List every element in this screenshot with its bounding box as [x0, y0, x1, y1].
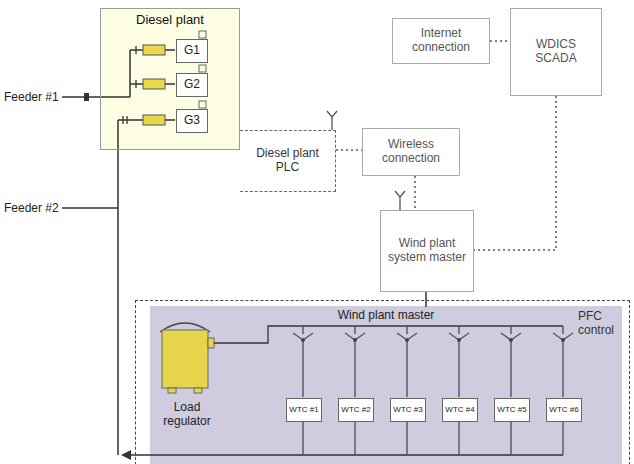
generator-symbols-part	[143, 45, 165, 55]
load-regulator-symbol-part	[208, 338, 214, 348]
component-box: WTC #4	[442, 398, 478, 422]
antenna-symbols-part	[327, 111, 337, 130]
turbine-symbol	[449, 326, 469, 455]
component-box: Wireless connection	[362, 128, 460, 176]
node-label: Wireless connection	[366, 138, 456, 166]
arrow-head	[121, 450, 131, 460]
wind-plant-band-fill	[150, 306, 622, 464]
turbine-hub	[561, 338, 565, 342]
generator-wires	[118, 46, 175, 124]
feeder-wires-part	[130, 454, 563, 456]
load-regulator-symbol	[160, 323, 214, 393]
node-label: WTC #3	[393, 406, 422, 415]
generator-tabs-part	[199, 65, 206, 72]
breaker-symbol	[84, 93, 89, 101]
antenna-symbols-part	[395, 191, 405, 210]
feeder-wires	[62, 50, 563, 455]
turbine-symbol	[293, 326, 313, 455]
region-box: PFC controlWind plant masterLoad regulat…	[135, 300, 630, 464]
component-box: WTC #6	[546, 398, 582, 422]
node-label: WTC #6	[549, 406, 578, 415]
node-label: Wind plant master	[311, 309, 461, 323]
node-label: WTC #1	[289, 406, 318, 415]
node-label: WTC #2	[341, 406, 370, 415]
region-box: Wind plant masterLoad regulator WTC #1 WTC…	[151, 307, 623, 464]
node-label: G2	[184, 78, 200, 92]
communication-link	[336, 149, 362, 151]
node-label: Load regulator	[151, 401, 223, 429]
generator-symbols-part	[143, 79, 165, 89]
node-label: WDICS SCADA	[514, 38, 598, 66]
turbine-hub	[405, 338, 409, 342]
feeder-label: Feeder #2	[4, 201, 59, 215]
node-label: G3	[184, 114, 200, 128]
node-label: WTC #5	[497, 406, 526, 415]
component-box: Wind plant system master	[380, 210, 474, 292]
diesel-plant-fill	[100, 8, 240, 150]
turbine-symbol	[553, 326, 573, 455]
generator-wires-part	[130, 46, 175, 54]
communication-link	[490, 40, 510, 42]
turbine-hub	[457, 338, 461, 342]
node-label: PFC control	[578, 310, 630, 338]
component-box: Diesel plantG1G2G3	[100, 8, 240, 150]
wind-turbines	[293, 326, 573, 455]
node-label: Diesel plant	[101, 13, 239, 28]
component-box: WDICS SCADA	[510, 8, 602, 96]
component-box: WTC #5	[494, 398, 530, 422]
component-box: WTC #2	[338, 398, 374, 422]
node-label: Internet connection	[396, 27, 486, 55]
component-box: Internet connection	[392, 18, 490, 64]
turbine-symbol	[397, 326, 417, 455]
turbine-hub	[353, 338, 357, 342]
turbine-hub	[301, 338, 305, 342]
component-box: WTC #3	[390, 398, 426, 422]
component-box: G2	[176, 73, 208, 97]
generator-symbols	[143, 45, 165, 125]
feeder-wires-part	[62, 50, 130, 97]
component-box: Diesel plant PLC	[240, 130, 336, 192]
feeder-label: Feeder #1	[4, 90, 59, 104]
component-box: WTC #1	[286, 398, 322, 422]
node-label: WTC #4	[445, 406, 474, 415]
load-regulator-symbol-part	[194, 388, 202, 393]
component-box: G1	[176, 39, 208, 63]
node-label: G1	[184, 44, 200, 58]
load-regulator-symbol-part	[168, 388, 176, 393]
generator-wires-part	[118, 116, 175, 124]
communication-link	[414, 176, 416, 210]
component-box: Load regulator	[151, 327, 223, 431]
generator-tabs-part	[199, 101, 206, 108]
turbine-symbol	[345, 326, 365, 455]
node-label: Diesel plant PLC	[243, 147, 332, 175]
turbine-symbol	[501, 326, 521, 455]
component-box: G3	[176, 109, 208, 133]
load-regulator-symbol-part	[162, 330, 208, 388]
turbine-hub	[509, 338, 513, 342]
communication-link	[474, 96, 556, 250]
node-label: Wind plant system master	[384, 237, 470, 265]
generator-wires-part	[130, 80, 175, 88]
generator-symbols-part	[143, 115, 165, 125]
feeder-wires-part	[62, 120, 118, 455]
generator-tabs-part	[199, 31, 206, 38]
